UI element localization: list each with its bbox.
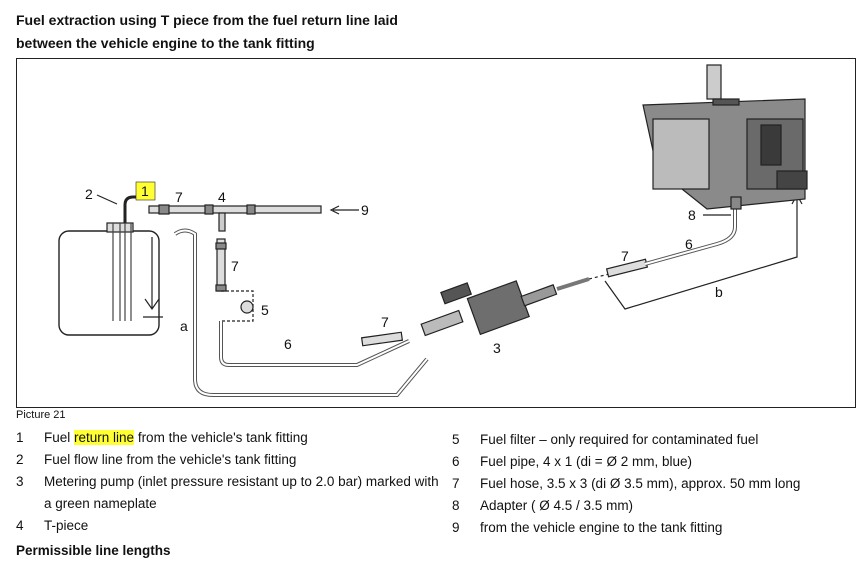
label-9: 9 — [361, 202, 369, 218]
label-3: 3 — [493, 340, 501, 356]
label-6-right: 6 — [685, 236, 693, 252]
heading-line-2: between the vehicle engine to the tank f… — [16, 35, 315, 51]
label-5: 5 — [261, 302, 269, 318]
label-7-top: 7 — [175, 189, 183, 205]
picture-caption: Picture 21 — [16, 409, 66, 421]
section-heading: Permissible line lengths — [16, 543, 171, 558]
heater-unit — [642, 64, 808, 210]
metering-pump — [420, 277, 590, 337]
label-b: b — [715, 284, 723, 300]
label-2: 2 — [85, 186, 93, 202]
legend-item: a green nameplate — [44, 496, 157, 511]
label-8: 8 — [688, 207, 696, 223]
label-7-right: 7 — [621, 248, 629, 264]
fuel-diagram: 1 2 7 4 9 7 5 a 6 7 3 7 6 8 b — [16, 58, 856, 408]
heading-line-1: Fuel extraction using T piece from the f… — [16, 12, 398, 28]
label-1-highlight — [135, 181, 156, 201]
label-7-vertical: 7 — [231, 258, 239, 274]
label-4: 4 — [218, 189, 226, 205]
fuel-tank — [58, 230, 160, 336]
label-1: 1 — [141, 183, 149, 199]
label-7-pump: 7 — [381, 314, 389, 330]
label-a: a — [180, 318, 188, 334]
label-6-left: 6 — [284, 336, 292, 352]
highlighted-term: return line — [74, 430, 135, 445]
